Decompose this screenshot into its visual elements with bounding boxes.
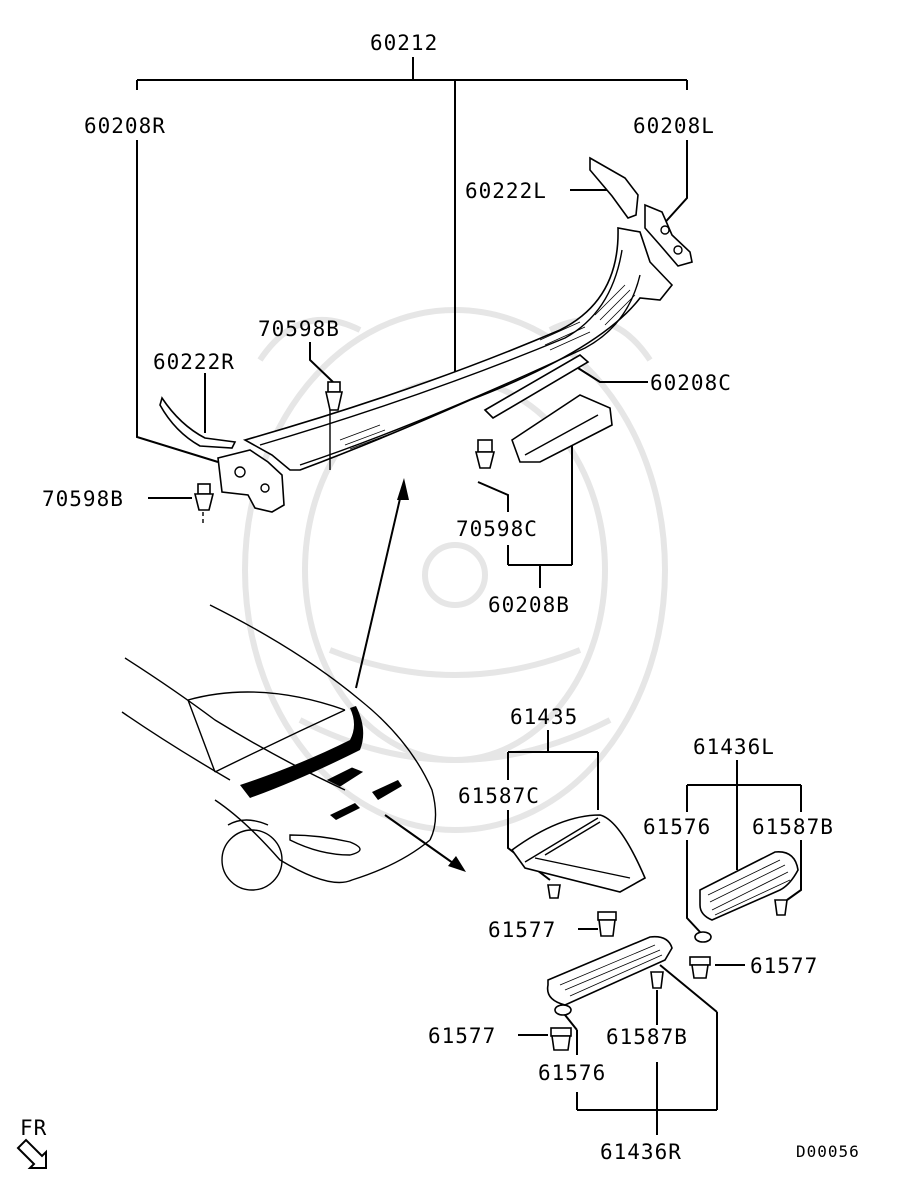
label-60208C: 60208C <box>650 371 732 395</box>
part-60222R <box>159 396 237 449</box>
label-70598B-top: 70598B <box>258 317 340 341</box>
washer-61576-bottom <box>554 1004 572 1016</box>
label-70598C: 70598C <box>456 517 538 541</box>
clip-61587C <box>547 884 561 899</box>
nut-61577-left <box>550 1027 572 1051</box>
clip-70598B-top <box>325 381 343 411</box>
hollow-arrow-icon <box>16 1138 47 1169</box>
label-60208R: 60208R <box>84 114 166 138</box>
clip-70598C <box>474 439 496 469</box>
nut-61577-right <box>689 956 711 979</box>
washer-61576-right <box>694 931 712 943</box>
label-61576-right: 61576 <box>643 815 711 839</box>
label-70598B-left: 70598B <box>42 487 124 511</box>
label-61587C: 61587C <box>458 784 540 808</box>
part-60208L <box>644 203 693 267</box>
part-60222L <box>589 156 639 219</box>
diagram-code: D00056 <box>796 1142 860 1161</box>
label-60222R: 60222R <box>153 350 235 374</box>
clip-61587B-right <box>774 899 788 916</box>
part-60208R <box>217 449 285 513</box>
label-61435: 61435 <box>510 705 578 729</box>
label-61436R: 61436R <box>600 1140 682 1164</box>
car-outline <box>121 604 437 891</box>
part-60208C <box>483 354 590 420</box>
cowl-top-panel <box>242 227 674 471</box>
label-61577-right: 61577 <box>750 954 818 978</box>
nut-61577-center <box>597 911 617 937</box>
label-61436L: 61436L <box>693 735 775 759</box>
label-61577-center: 61577 <box>488 918 556 942</box>
label-60208L: 60208L <box>633 114 715 138</box>
leader-lines <box>136 57 802 1135</box>
label-fr: FR <box>20 1116 47 1140</box>
label-61587B-bottom: 61587B <box>606 1025 688 1049</box>
clip-61587B-bottom <box>650 971 664 989</box>
label-61576-bottom: 61576 <box>538 1061 606 1085</box>
clip-70598B-left <box>193 483 215 524</box>
part-61436R <box>546 935 673 1006</box>
label-61577-left: 61577 <box>428 1024 496 1048</box>
label-61587B-right: 61587B <box>752 815 834 839</box>
part-labels: 60212 60208R 60208L 60222L 60222R 70598B… <box>20 31 860 1164</box>
label-60222L: 60222L <box>465 179 547 203</box>
label-60212: 60212 <box>370 31 438 55</box>
part-61436L <box>699 851 799 921</box>
label-60208B: 60208B <box>488 593 570 617</box>
part-61435 <box>510 814 647 893</box>
part-60208B <box>511 394 613 463</box>
